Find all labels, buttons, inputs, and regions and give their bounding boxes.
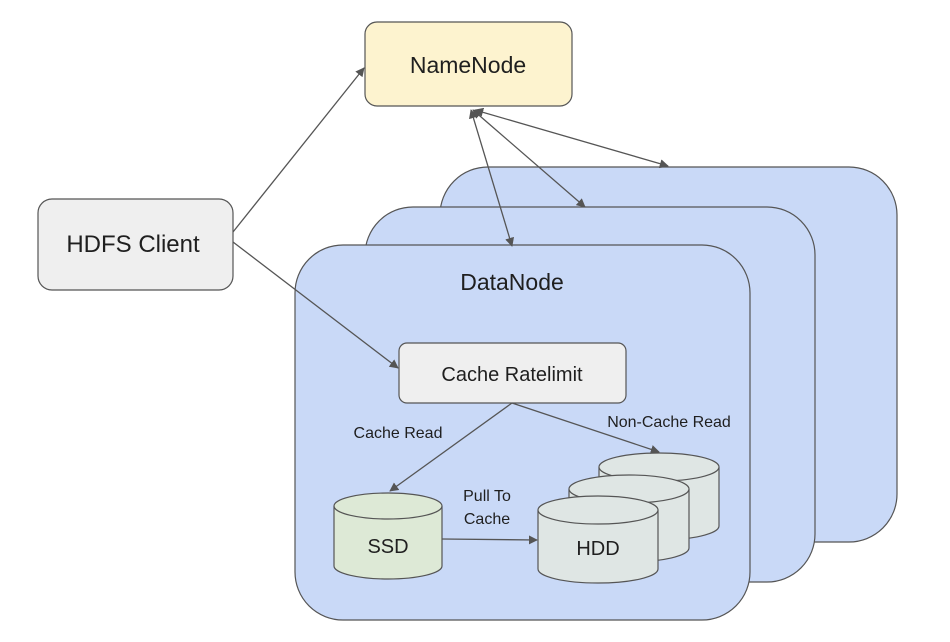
- ssd-disk: [333, 492, 443, 580]
- hdfs-client-box: [37, 198, 234, 291]
- ssd-label: SSD: [367, 536, 408, 558]
- arrow-client-to-ratelimit: [232, 241, 399, 369]
- edge-label-pull-to: Pull To: [463, 488, 511, 505]
- datanode-label: DataNode: [460, 269, 564, 295]
- hdd-disk-front: [537, 495, 659, 584]
- arrow-pull-to-cache: [441, 535, 538, 545]
- arrow-non-cache-read: [511, 402, 660, 454]
- namenode-label: NameNode: [410, 52, 526, 78]
- cache-ratelimit-label: Cache Ratelimit: [441, 364, 583, 386]
- arrow-client-to-namenode: [232, 67, 365, 233]
- arrow-namenode-datanode-back: [474, 107, 669, 169]
- namenode-box: [364, 21, 573, 107]
- hdd-label: HDD: [576, 538, 619, 560]
- edge-label-cache-read: Cache Read: [354, 425, 443, 442]
- edge-label-non-cache-read: Non-Cache Read: [607, 414, 731, 431]
- edge-label-cache: Cache: [464, 511, 510, 528]
- arrow-cache-read: [389, 402, 513, 492]
- hdfs-client-label: HDFS Client: [66, 231, 200, 258]
